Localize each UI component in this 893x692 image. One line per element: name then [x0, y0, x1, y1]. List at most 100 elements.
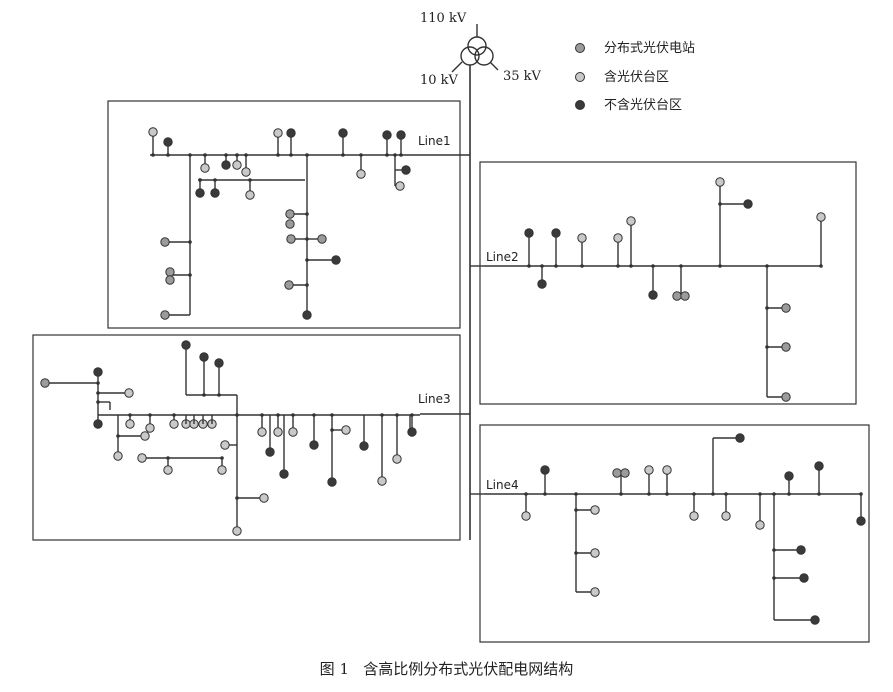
- junction-dot: [380, 413, 384, 417]
- junction-dot: [305, 153, 309, 157]
- no-pv-area-node: [407, 427, 417, 437]
- junction-dot: [202, 393, 206, 397]
- pv-area-node: [392, 454, 402, 464]
- junction-dot: [393, 153, 397, 157]
- no-pv-area-node: [814, 461, 824, 471]
- junction-dot: [772, 492, 776, 496]
- no-pv-area-node: [856, 516, 866, 526]
- no-pv-area-node: [540, 465, 550, 475]
- network-topology: [40, 127, 866, 625]
- junction-dot: [220, 456, 224, 460]
- transformer-icon: [451, 24, 499, 73]
- pv-station-node: [160, 310, 170, 320]
- pv-area-node: [148, 127, 158, 137]
- no-pv-area-node: [327, 477, 337, 487]
- junction-dot: [651, 264, 655, 268]
- junction-dot: [235, 496, 239, 500]
- pv-station-node: [285, 209, 295, 219]
- pv-area-node: [644, 465, 654, 475]
- junction-dot: [772, 576, 776, 580]
- pv-station-node: [317, 234, 327, 244]
- junction-dot: [817, 492, 821, 496]
- pv-area-node: [217, 465, 227, 475]
- junction-dot: [213, 178, 217, 182]
- pv-area-node: [288, 427, 298, 437]
- no-pv-area-node: [359, 441, 369, 451]
- junction-dot: [647, 492, 651, 496]
- pv-area-node: [721, 511, 731, 521]
- pv-area-node: [137, 453, 147, 463]
- junction-dot: [527, 264, 531, 268]
- pv-area-node: [245, 190, 255, 200]
- pv-area-node: [377, 476, 387, 486]
- pv-area-node: [590, 587, 600, 597]
- junction-dot: [410, 413, 414, 417]
- junction-dot: [305, 237, 309, 241]
- junction-dot: [188, 273, 192, 277]
- junction-dot: [692, 492, 696, 496]
- pv-station-node: [620, 468, 630, 478]
- pv-station-node: [285, 219, 295, 229]
- pv-area-node: [200, 163, 210, 173]
- pv-area-node: [590, 548, 600, 558]
- junction-dot: [574, 551, 578, 555]
- junction-dot: [188, 240, 192, 244]
- junction-dot: [543, 492, 547, 496]
- junction-dot: [96, 400, 100, 404]
- no-pv-area-node: [331, 255, 341, 265]
- junction-dot: [758, 492, 762, 496]
- pv-station-node: [165, 275, 175, 285]
- pv-area-node: [113, 451, 123, 461]
- pv-area-node: [124, 388, 134, 398]
- junction-dot: [718, 264, 722, 268]
- junction-dot: [276, 153, 280, 157]
- junction-dot: [819, 264, 823, 268]
- junction-dot: [574, 492, 578, 496]
- line4-label: Line4: [486, 478, 519, 492]
- junction-dot: [679, 264, 683, 268]
- junction-dot: [244, 153, 248, 157]
- junction-dot: [235, 153, 239, 157]
- pv-area-node: [220, 440, 230, 450]
- legend-label-pv-station: 分布式光伏电站: [604, 41, 695, 56]
- junction-dot: [166, 456, 170, 460]
- no-pv-area-node: [286, 128, 296, 138]
- no-pv-area-node: [93, 367, 103, 377]
- pv-area-node: [140, 431, 150, 441]
- legend: 分布式光伏电站 含光伏台区 不含光伏台区: [575, 41, 695, 113]
- line1-region: [107, 100, 461, 329]
- junction-dot: [629, 264, 633, 268]
- pv-station-node: [286, 234, 296, 244]
- pv-area-node: [232, 526, 242, 536]
- no-pv-area-node: [396, 130, 406, 140]
- junction-dot: [166, 153, 170, 157]
- junction-dot: [116, 434, 120, 438]
- junction-dot: [188, 153, 192, 157]
- pv-area-node: [613, 233, 623, 243]
- junction-dot: [330, 413, 334, 417]
- pv-area-node: [590, 505, 600, 515]
- junction-dot: [305, 258, 309, 262]
- figure-title: 含高比例分布式光伏配电网结构: [363, 660, 574, 678]
- pv-area-node: [341, 425, 351, 435]
- junction-dot: [399, 153, 403, 157]
- line2-label: Line2: [486, 250, 519, 264]
- junction-dot: [305, 283, 309, 287]
- junction-dot: [765, 306, 769, 310]
- line3-label: Line3: [418, 392, 451, 406]
- junction-dot: [151, 153, 155, 157]
- pv-area-node: [259, 493, 269, 503]
- junction-dot: [312, 413, 316, 417]
- no-pv-area-node: [214, 358, 224, 368]
- junction-dot: [616, 264, 620, 268]
- line2-region: [479, 161, 857, 405]
- no-pv-area-node: [735, 433, 745, 443]
- hv-voltage-label: 110 kV: [420, 11, 467, 26]
- junction-dot: [217, 393, 221, 397]
- pv-area-node: [626, 216, 636, 226]
- junction-dot: [96, 391, 100, 395]
- pv-area-node: [273, 128, 283, 138]
- pv-station-node: [781, 392, 791, 402]
- pv-area-node: [689, 511, 699, 521]
